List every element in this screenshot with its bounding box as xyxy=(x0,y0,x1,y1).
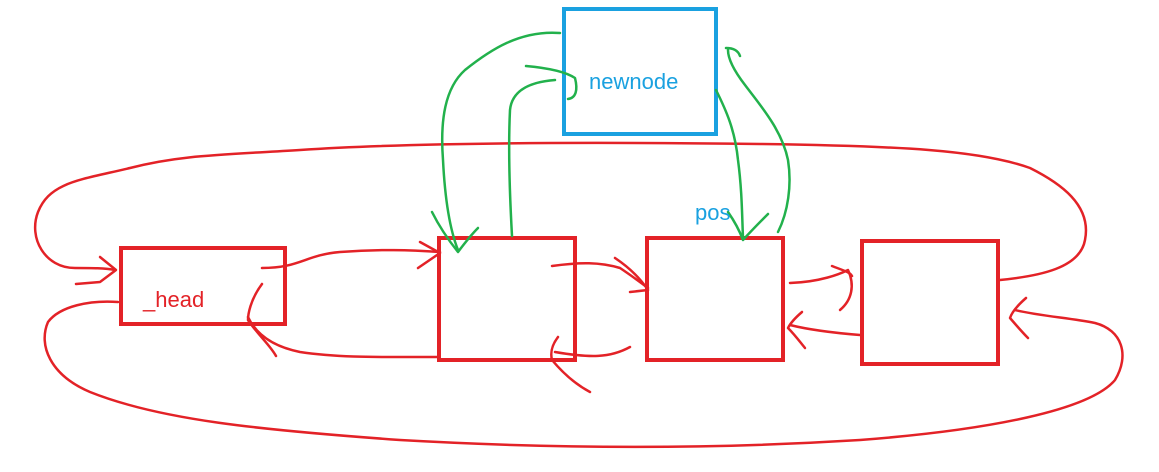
node1-next-arrowhead xyxy=(613,256,650,294)
newnode-label: newnode xyxy=(589,69,678,94)
node3-prev-arrowhead xyxy=(786,310,807,350)
tail-to-head-arrowhead xyxy=(74,255,118,286)
pos-node-box xyxy=(645,236,785,362)
newnode-to-pos-link xyxy=(714,88,745,240)
head-to-tail-arrowhead xyxy=(1008,296,1030,340)
node1-prev-arrowhead xyxy=(246,282,278,358)
head-to-tail-outer-loop xyxy=(43,300,1124,449)
pos-next-link xyxy=(788,268,853,312)
node3-prev-link xyxy=(788,323,862,337)
list-links xyxy=(33,141,1124,449)
head-label: _head xyxy=(142,287,204,312)
node-3-box xyxy=(860,239,1000,366)
pos-prev-arrowhead xyxy=(550,335,592,394)
pos-label: pos xyxy=(695,200,730,225)
pos-to-newnode-arrowhead xyxy=(724,46,742,58)
newnode-to-node1-link xyxy=(440,31,562,252)
newnode-links xyxy=(430,31,791,254)
tail-to-head-outer-loop xyxy=(33,141,1088,282)
newnode-box xyxy=(562,7,718,136)
node-1-box xyxy=(437,236,577,362)
pos-next-arrowhead xyxy=(830,264,854,278)
head-next-link xyxy=(260,248,442,270)
node1-to-newnode-link xyxy=(507,78,557,238)
newnode-to-pos-arrowhead xyxy=(726,210,770,242)
newnode-to-node1-arrowhead xyxy=(430,210,480,254)
head-next-arrowhead xyxy=(416,240,442,270)
pos-to-newnode-link xyxy=(726,48,791,234)
head-node-box xyxy=(119,246,287,326)
node1-to-newnode-arrowhead xyxy=(524,64,578,101)
node1-next-link xyxy=(550,261,650,290)
pos-prev-link xyxy=(553,345,632,358)
